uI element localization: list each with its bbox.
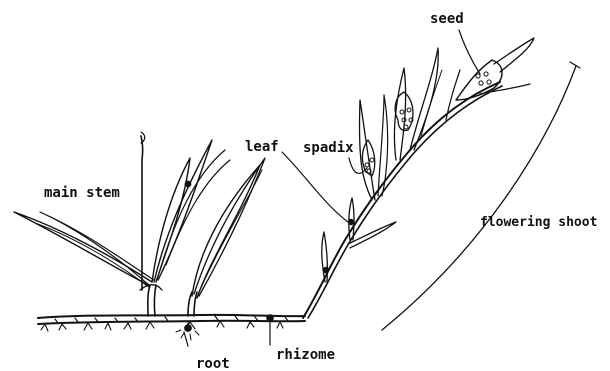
spadix-label: spadix	[303, 141, 354, 155]
main-stem-label: main stem	[44, 186, 120, 200]
rhizome-marker	[267, 315, 273, 321]
flowering-shoot-bracket	[382, 66, 576, 330]
roots-drawing	[41, 321, 283, 340]
flowering-shoot-label: flowering shoot	[480, 216, 597, 229]
flowering-shoot-plant	[303, 38, 534, 318]
middle-shoot	[188, 158, 265, 316]
leader-lines	[184, 30, 480, 346]
root-marker	[185, 325, 191, 331]
main-stem-plant	[14, 136, 230, 316]
rhizome-label: rhizome	[276, 348, 335, 362]
seed-label: seed	[430, 12, 464, 26]
rhizome-drawing	[38, 315, 305, 324]
root-label: root	[196, 357, 230, 371]
leaf-label: leaf	[245, 140, 279, 154]
